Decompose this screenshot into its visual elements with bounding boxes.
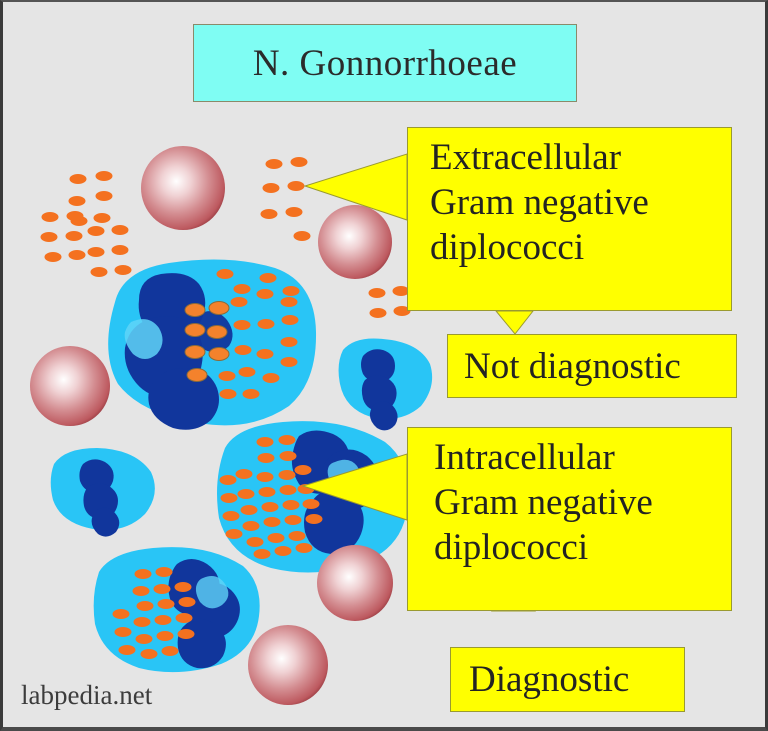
rbc-bottom <box>248 625 328 705</box>
callout-intracellular-line-2: Gram negative <box>434 481 653 523</box>
diagnostic-label: Diagnostic <box>469 659 630 700</box>
rbc-mid-left <box>30 346 110 426</box>
callout-intracellular-line-3: diplococci <box>434 526 589 568</box>
page-title: N. Gonnorrhoeae <box>252 42 518 84</box>
callout-diagnostic: Diagnostic <box>450 647 685 712</box>
callout-intracellular: Intracellular Gram negative diplococci <box>407 427 732 611</box>
rbc-top-right <box>318 205 392 279</box>
callout-extracellular-line-2: Gram negative <box>430 181 649 223</box>
red-blood-cell-group <box>30 146 393 705</box>
extracellular-to-notdiagnostic-connector <box>494 310 535 335</box>
callout-extracellular-line-3: diplococci <box>430 226 585 268</box>
figure-title-box: N. Gonnorrhoeae <box>193 24 577 102</box>
watermark: labpedia.net <box>21 680 153 710</box>
callout-intracellular-line-1: Intracellular <box>434 437 615 478</box>
rbc-top-left <box>141 146 225 230</box>
neutrophil-nucleus-group <box>79 273 398 669</box>
callout-extracellular: Extracellular Gram negative diplococci <box>407 127 732 311</box>
rbc-mid-right <box>317 545 393 621</box>
not-diagnostic-label: Not diagnostic <box>464 345 681 387</box>
callout-extracellular-line-1: Extracellular <box>430 137 622 178</box>
microscopy-illustration <box>30 146 536 705</box>
callout-not-diagnostic: Not diagnostic <box>447 334 737 398</box>
